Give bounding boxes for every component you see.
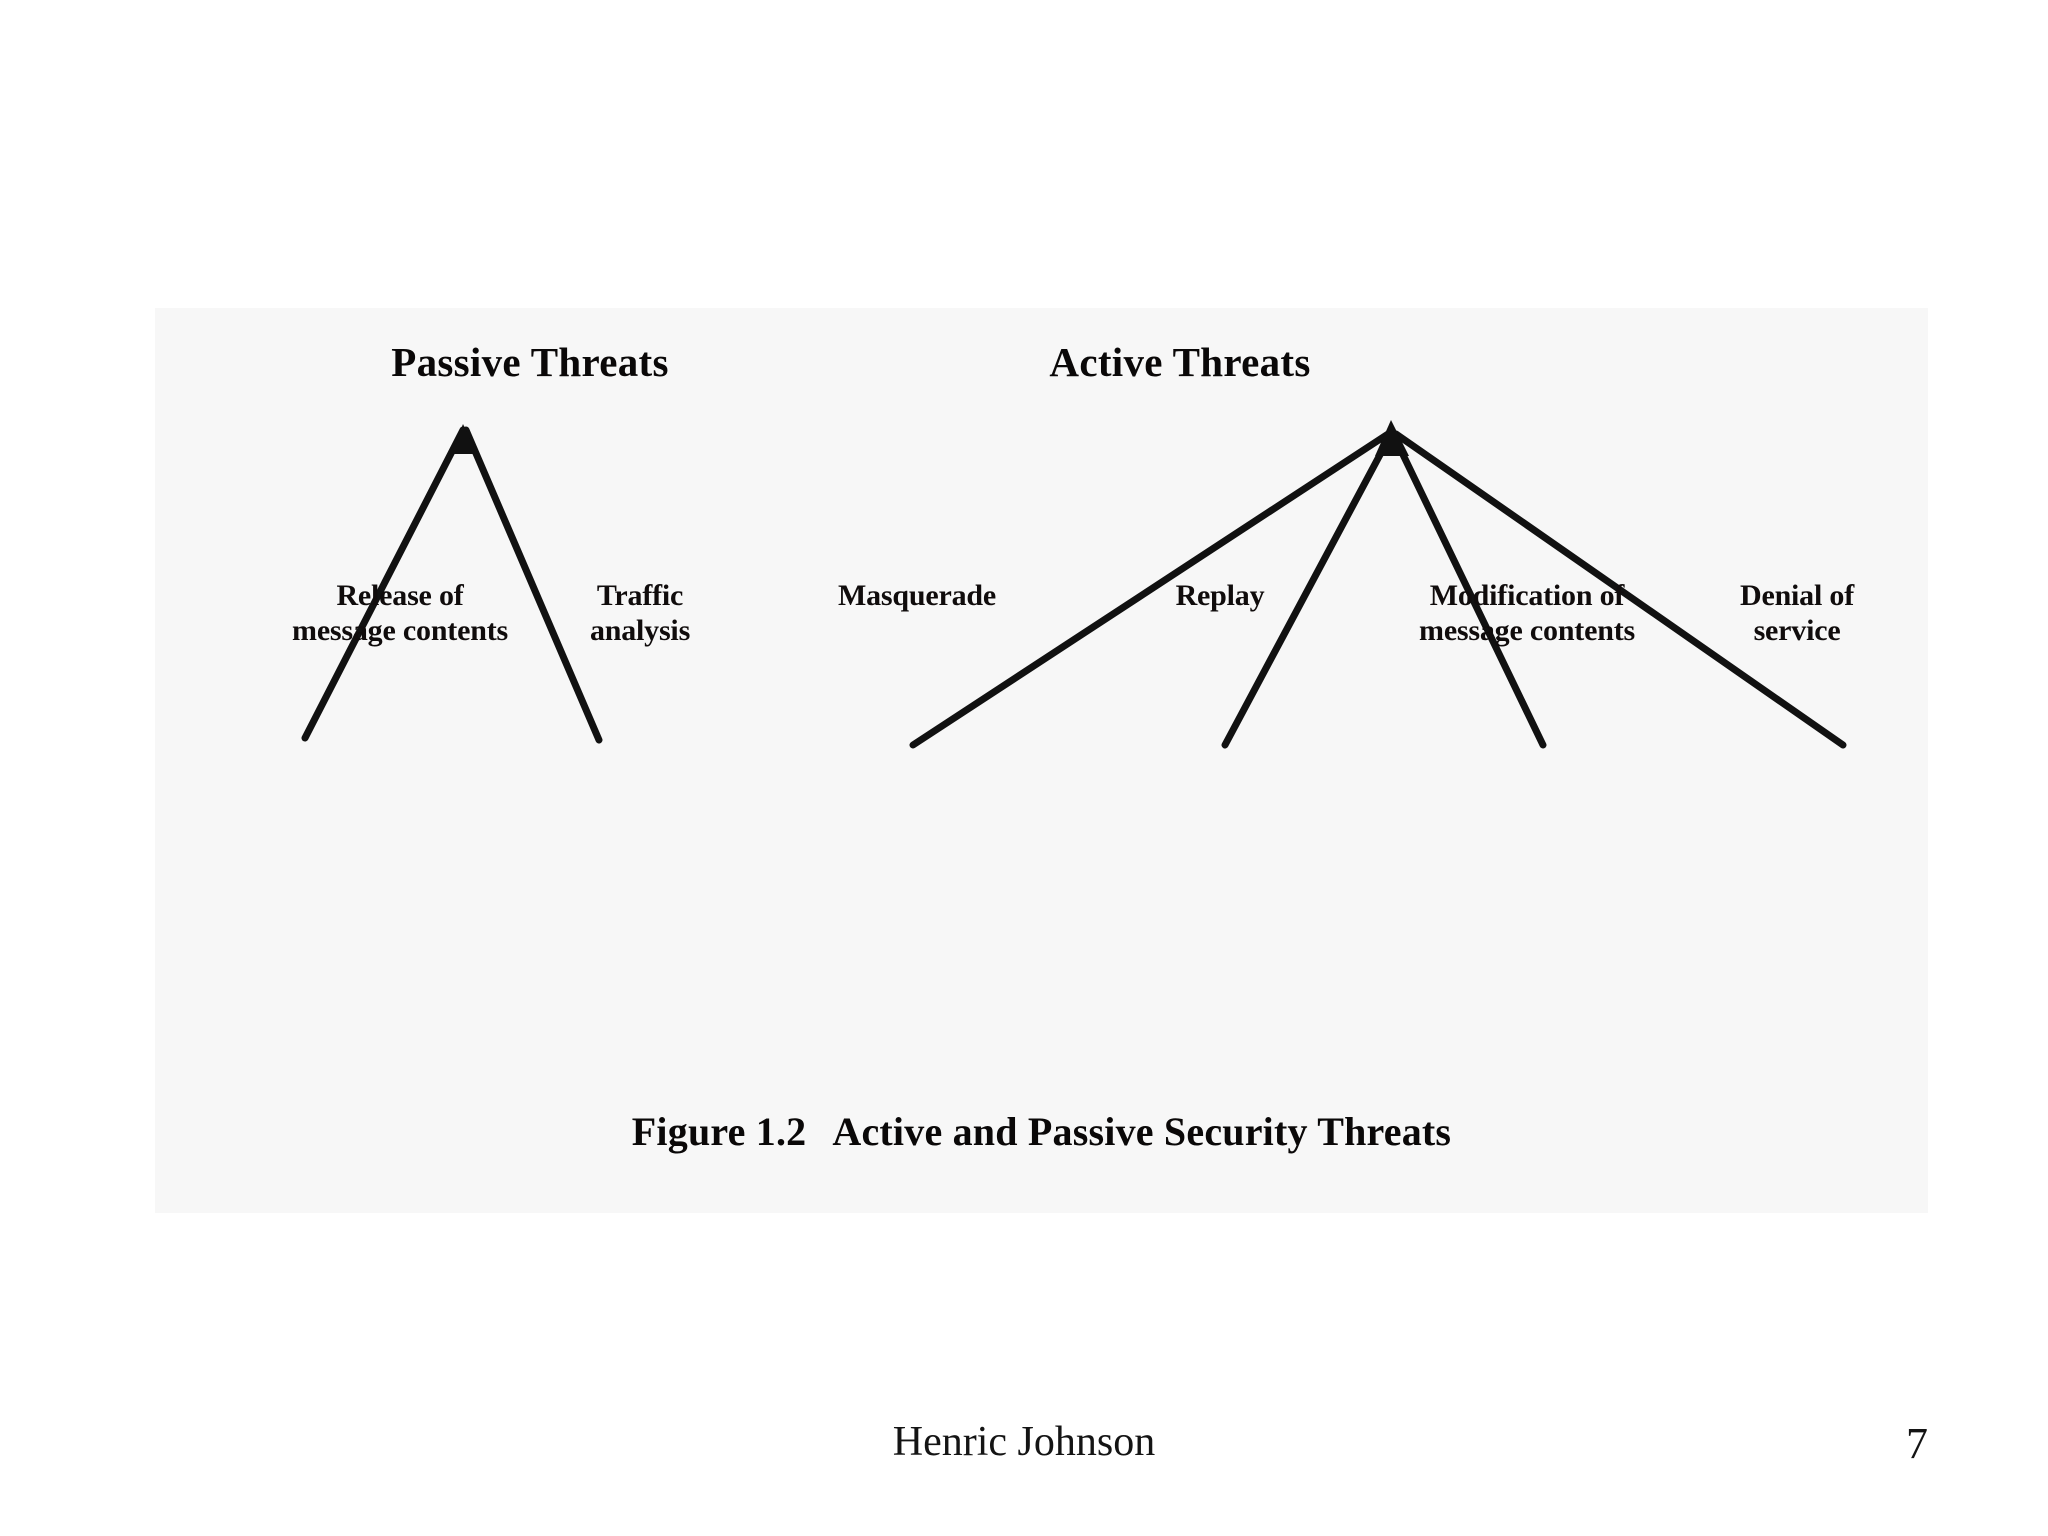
passive-apex-marker — [451, 424, 477, 454]
slide-footer: Henric Johnson 7 — [0, 1418, 2048, 1488]
leaf-line-2: message contents — [1419, 614, 1635, 648]
leaf-line-1: Release of — [336, 579, 464, 612]
leaf-line-1: Traffic — [596, 579, 684, 612]
leaf-traffic-analysis: Traffic analysis — [440, 578, 840, 649]
footer-page-number: 7 — [1906, 1419, 1928, 1468]
figure-caption-number: Figure 1.2 — [631, 1109, 807, 1154]
figure-caption: Figure 1.2 Active and Passive Security Th… — [155, 1108, 1928, 1155]
active-apex-marker — [1375, 420, 1409, 456]
leaf-modification-of-message-contents: Modification of message contents — [1277, 578, 1777, 649]
leaf-denial-of-service: Denial of service — [1627, 578, 1967, 649]
leaf-line-1: Modification of — [1429, 579, 1625, 612]
group-title-active-threats: Active Threats — [1049, 339, 1311, 385]
leaf-line-2: service — [1753, 614, 1841, 648]
group-title-passive-threats: Passive Threats — [391, 339, 669, 385]
leaf-release-of-message-contents: Release of message contents — [150, 578, 650, 649]
leaf-line-1: Replay — [1175, 579, 1265, 612]
leaf-masquerade: Masquerade — [747, 578, 1087, 613]
leaf-line-1: Denial of — [1739, 579, 1855, 612]
leaf-replay: Replay — [1070, 578, 1370, 613]
footer-author: Henric Johnson — [892, 1419, 1156, 1465]
figure-caption-text: Active and Passive Security Threats — [832, 1109, 1452, 1154]
leaf-line-2: analysis — [589, 614, 691, 648]
threat-tree-lines — [301, 420, 1847, 749]
leaf-line-2: message contents — [292, 614, 508, 648]
leaf-line-1: Masquerade — [838, 579, 996, 612]
figure-panel: Passive Threats Release of message conte… — [155, 308, 1928, 1213]
